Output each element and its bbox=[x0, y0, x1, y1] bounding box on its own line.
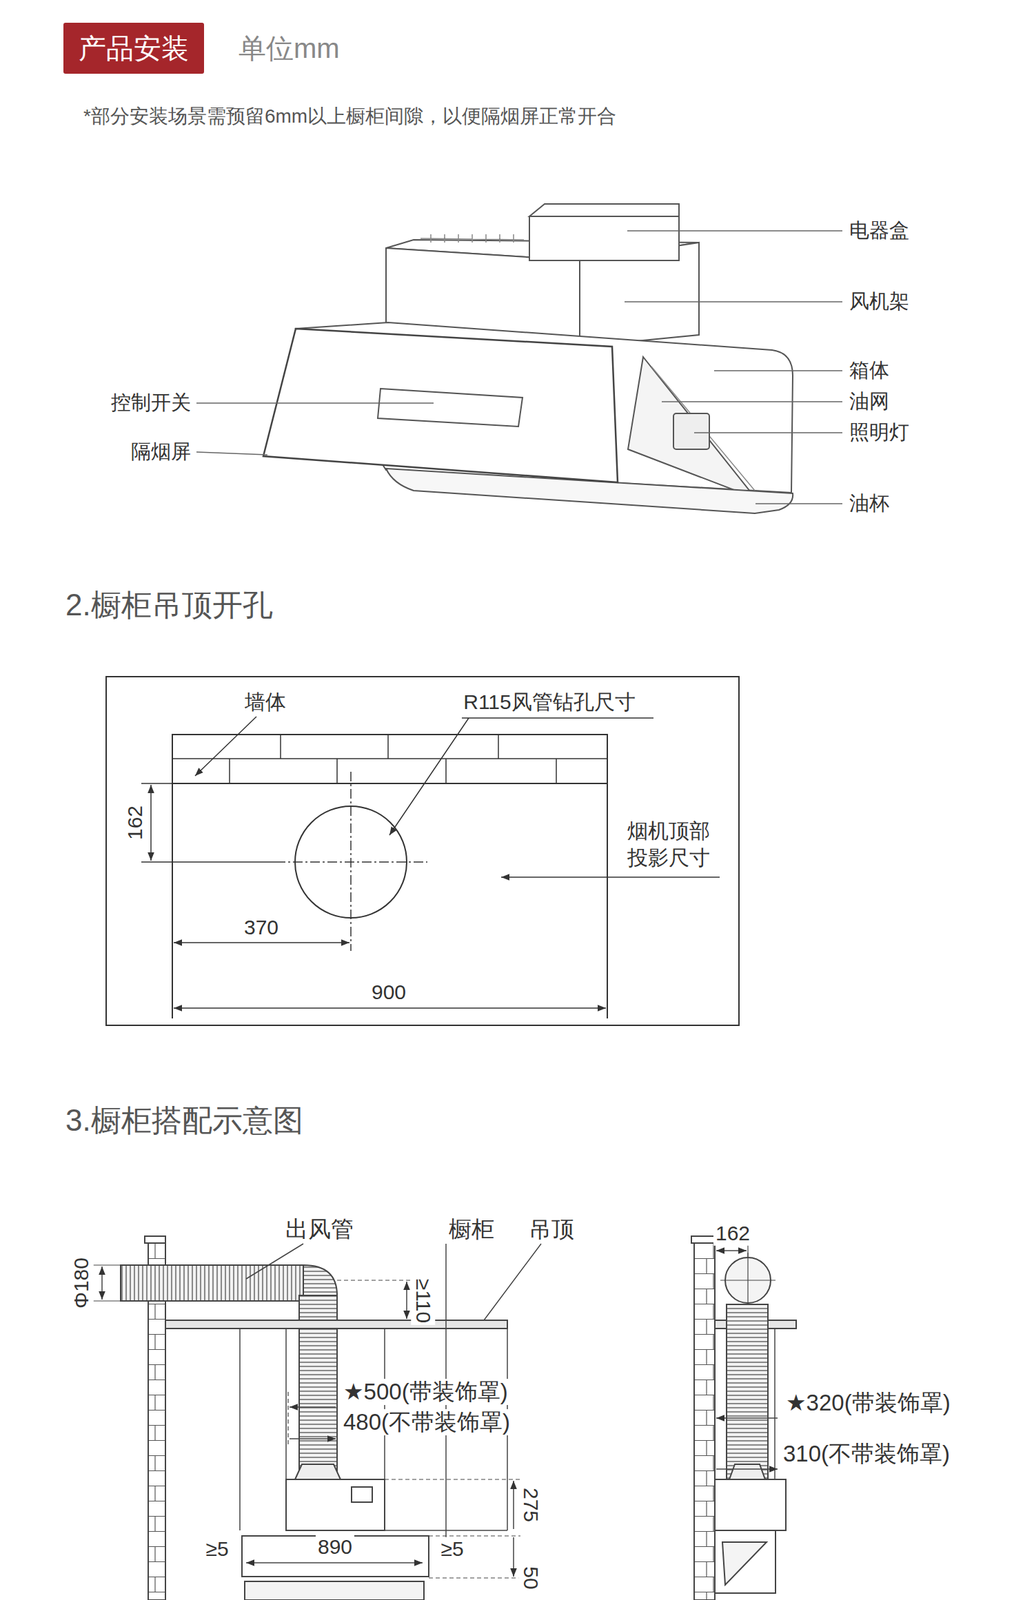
dimension: 890 bbox=[315, 1535, 355, 1560]
cabinet-front-view bbox=[287, 1392, 289, 1448]
ceiling-cutout-plan bbox=[195, 716, 257, 777]
dimension: ≥110 bbox=[411, 1277, 436, 1326]
dimension: 162 bbox=[123, 803, 148, 843]
part-label: R115风管钻孔尺寸 bbox=[461, 690, 638, 715]
cabinet-side-view bbox=[720, 1253, 776, 1309]
range-hood bbox=[673, 413, 710, 450]
ceiling-cutout-plan bbox=[501, 876, 720, 879]
cabinet-side-view bbox=[726, 1304, 768, 1480]
cabinet-front-view bbox=[246, 1562, 423, 1565]
cabinet-side-view bbox=[694, 1240, 715, 1600]
part-label: 出风管 bbox=[283, 1216, 356, 1243]
install-note: *部分安装场景需预留6mm以上橱柜间隙，以便隔烟屏正常开合 bbox=[81, 105, 619, 128]
cabinet-front-view bbox=[512, 1481, 515, 1578]
range-hood bbox=[263, 328, 618, 483]
cabinet-front-view bbox=[165, 1320, 508, 1330]
leader-line bbox=[196, 230, 843, 504]
cabinet-front-view bbox=[295, 1464, 341, 1480]
part-label: 隔烟屏 bbox=[128, 440, 194, 464]
cabinet-front-view bbox=[337, 1280, 414, 1281]
dimension: 310(不带装饰罩) bbox=[781, 1441, 952, 1468]
ceiling-cutout-plan bbox=[173, 1007, 606, 1010]
range-hood bbox=[627, 357, 756, 499]
part-label: 风机架 bbox=[847, 290, 912, 313]
dimension: ≥5 bbox=[203, 1537, 231, 1563]
ceiling-cutout-plan bbox=[172, 734, 608, 784]
dimension: ★320(带装饰罩) bbox=[783, 1390, 953, 1417]
part-label: 橱柜 bbox=[446, 1216, 497, 1243]
dimension: 50 bbox=[519, 1564, 544, 1592]
leader-line bbox=[196, 230, 843, 504]
range-hood bbox=[263, 204, 793, 514]
cabinet-front-view bbox=[82, 1236, 542, 1600]
ceiling-cutout-plan bbox=[172, 734, 608, 784]
part-label: 吊顶 bbox=[526, 1216, 577, 1243]
cabinet-front-view bbox=[246, 1244, 542, 1321]
ceiling-cutout-plan bbox=[106, 676, 739, 1026]
range-hood bbox=[529, 204, 679, 217]
part-label: 电器盒 bbox=[847, 219, 912, 242]
range-hood bbox=[420, 234, 524, 243]
cabinet-front-view bbox=[286, 1479, 385, 1532]
ceiling-cutout-plan bbox=[389, 718, 654, 836]
dimension: 480(不带装饰罩) bbox=[341, 1409, 513, 1436]
cabinet-front-view bbox=[406, 1282, 408, 1320]
dimension: ★500(带装饰罩) bbox=[341, 1379, 511, 1406]
cabinet-front-view bbox=[289, 1407, 336, 1440]
cabinet-front-view bbox=[351, 1487, 373, 1503]
cabinet-side-view bbox=[722, 1542, 767, 1586]
dimension: ≥5 bbox=[438, 1537, 466, 1563]
part-label: 墙体 bbox=[242, 690, 289, 715]
ceiling-cutout-plan bbox=[173, 942, 350, 944]
part-label: 控制开关 bbox=[108, 391, 194, 415]
part-label: 油杯 bbox=[847, 492, 892, 515]
cabinet-front-view bbox=[101, 1266, 103, 1301]
part-label: 箱体 bbox=[847, 359, 892, 382]
section-heading: 2.橱柜吊顶开孔 bbox=[63, 588, 276, 624]
ceiling-cutout-plan bbox=[141, 783, 276, 863]
cabinet-side-view bbox=[714, 1531, 776, 1594]
ceiling-cutout-plan bbox=[172, 783, 608, 1019]
section-heading: 3.橱柜搭配示意图 bbox=[63, 1103, 306, 1139]
cabinet-side-view bbox=[747, 1244, 748, 1259]
cabinet-front-view bbox=[244, 1582, 424, 1600]
cabinet-side-view bbox=[716, 1418, 778, 1470]
part-label: 照明灯 bbox=[847, 421, 912, 444]
page-title: 产品安装 bbox=[63, 22, 205, 74]
dimension: 275 bbox=[519, 1486, 544, 1525]
cabinet-front-view bbox=[120, 1265, 304, 1302]
range-hood bbox=[651, 366, 759, 495]
unit-note: 单位mm bbox=[236, 32, 342, 65]
cabinet-side-view bbox=[714, 1479, 786, 1532]
ceiling-cutout-plan bbox=[275, 772, 428, 952]
ceiling-cutout-plan bbox=[150, 785, 152, 861]
dimension: 162 bbox=[713, 1222, 753, 1247]
part-label: 油网 bbox=[847, 390, 892, 413]
cabinet-side-view bbox=[691, 1236, 715, 1244]
cabinet-front-view bbox=[144, 1236, 166, 1244]
dimension: Φ180 bbox=[69, 1255, 94, 1312]
part-label: 烟机顶部 投影尺寸 bbox=[619, 817, 719, 872]
cabinet-side-view bbox=[716, 1250, 747, 1252]
ceiling-cutout-plan bbox=[106, 676, 739, 1026]
cabinet-side-view bbox=[729, 1464, 766, 1480]
range-hood bbox=[529, 216, 679, 261]
cabinet-side-view bbox=[691, 1236, 797, 1600]
dimension: 900 bbox=[369, 980, 409, 1006]
range-hood bbox=[377, 388, 523, 427]
dimension: 370 bbox=[241, 916, 281, 941]
